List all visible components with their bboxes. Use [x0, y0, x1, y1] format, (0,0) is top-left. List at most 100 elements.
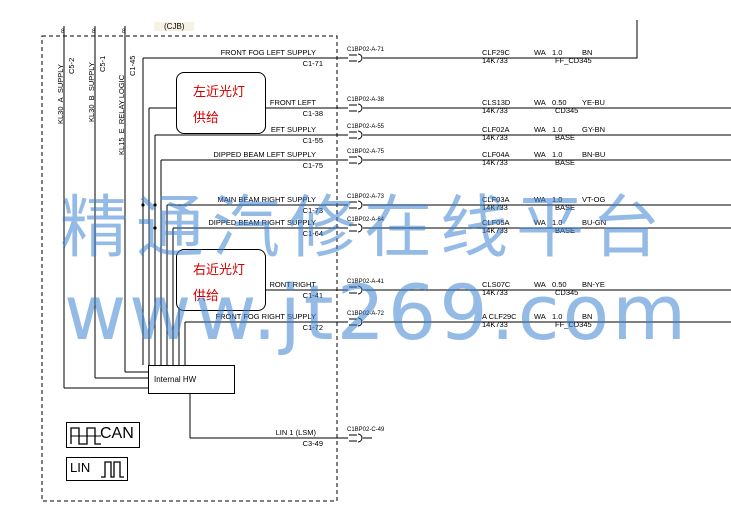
wire-harness: 14K733: [482, 133, 508, 142]
wire-dest: FF_CD345: [555, 56, 592, 65]
wire-color: VT-OG: [582, 195, 606, 204]
connector-id: C1BP02-A-71: [347, 47, 385, 53]
connector-icon: [349, 223, 363, 233]
wire-type: WA: [534, 98, 546, 107]
top-pin-3: 8: [122, 29, 126, 35]
wire-harness: 14K733: [482, 106, 508, 115]
wire-size: 1.0: [552, 150, 563, 159]
circuit-name: EFT SUPPLY: [270, 125, 316, 134]
wire-id: CLF03A: [482, 195, 510, 204]
wire-type: WA: [534, 150, 546, 159]
wire-harness: 14K733: [482, 56, 508, 65]
wire-color: BU-GN: [582, 218, 607, 227]
callout-left-line1: 左近光灯: [193, 85, 246, 100]
wire-size: 1.0: [552, 312, 563, 321]
connector-id: C1BP02-A-64: [347, 217, 385, 223]
connector-icon: [349, 317, 363, 327]
junction-dot: [153, 203, 157, 207]
connector-icon: [349, 103, 363, 113]
connector-icon: [349, 155, 363, 165]
wire-dest: BASE: [555, 158, 576, 167]
top-pin-1: 8: [61, 29, 65, 35]
connector-icon: [349, 130, 363, 140]
vlabel-c5-2: C5-2: [67, 57, 76, 74]
wire-type: WA: [534, 218, 546, 227]
vlabel-kl30b: KL30_B_SUPPLY: [87, 62, 96, 122]
connector-id: C1BP02-A-38: [347, 97, 385, 103]
wire-harness: 14K733: [482, 320, 508, 329]
wire-type: WA: [534, 280, 546, 289]
cjb-label: (CJB): [154, 22, 195, 31]
wire-dest: CD345: [555, 106, 579, 115]
legend-lin: LIN: [66, 457, 128, 481]
legend-can: CAN: [66, 422, 140, 448]
connector-id: C1BP02-A-73: [347, 194, 385, 200]
internal-hw-box: Internal HW: [148, 365, 235, 394]
circuit-name: LIN 1 (LSM): [275, 428, 316, 437]
callout-left-line2: 供给: [193, 111, 220, 126]
circuit-pin: C1-38: [302, 109, 323, 118]
wire-color: BN: [582, 312, 593, 321]
callout-left-dipped: 左近光灯 供给: [176, 72, 266, 134]
circuit-name: DIPPED BEAM LEFT SUPPLY: [213, 150, 316, 159]
circuit-pin: C1-75: [302, 161, 323, 170]
wire-id: CLF02A: [482, 125, 510, 134]
lin-signal-icon: [101, 461, 124, 478]
circuit-pin: C1-73: [302, 206, 323, 215]
wire-type: WA: [534, 195, 546, 204]
callout-right-dipped: 右近光灯 供给: [176, 249, 266, 311]
circuit-name: MAIN BEAM RIGHT SUPPLY: [217, 195, 317, 204]
wire-size: 1.0: [552, 218, 563, 227]
wire-dest: BASE: [555, 133, 576, 142]
wire-color: YE-BU: [582, 98, 605, 107]
connector-id: C1BP02-A-55: [347, 124, 385, 130]
connector-id: C1BP02-A-75: [347, 149, 385, 155]
wire-dest: BASE: [555, 226, 576, 235]
circuit-pin: C1-55: [302, 136, 323, 145]
legend-lin-label: LIN: [70, 460, 91, 475]
connector-icon: [349, 285, 363, 295]
can-signal-icon: [70, 427, 101, 445]
wire-harness: 14K733: [482, 158, 508, 167]
wire-size: 1.0: [552, 195, 563, 204]
circuit-name: FRONT FOG RIGHT SUPPLY: [215, 312, 316, 321]
circuit-name: FRONT LEFT: [269, 98, 316, 107]
callout-right-line1: 右近光灯: [193, 263, 246, 278]
wire-size: 0.50: [552, 98, 567, 107]
wire-size: 1.0: [552, 125, 563, 134]
connector-icon: [349, 200, 363, 210]
wire-id: CLS07C: [482, 280, 511, 289]
circuit-pin: C3-49: [302, 439, 323, 448]
circuit-name: FRONT FOG LEFT SUPPLY: [220, 48, 316, 57]
wire-id: CLS13D: [482, 98, 511, 107]
wire-color: BN-BU: [582, 150, 606, 159]
connector-id: C1BP02-C-49: [347, 427, 385, 433]
vlabel-c5-1: C5-1: [98, 55, 107, 72]
circuit-pin: C1-64: [302, 229, 323, 238]
junction-dot: [153, 226, 157, 230]
wire-size: 0.50: [552, 280, 567, 289]
junction-dot: [141, 203, 145, 207]
connector-icon: [349, 53, 363, 63]
wire-harness: 14K733: [482, 203, 508, 212]
connector-id: C1BP02-A-72: [347, 311, 385, 317]
vlabel-kl30a: KL30_A_SUPPLY: [56, 64, 65, 124]
wire-harness: 14K733: [482, 226, 508, 235]
wire-harness: 14K733: [482, 288, 508, 297]
callout-right-line2: 供给: [193, 289, 220, 304]
circuit-name: RONT RIGHT: [269, 280, 316, 289]
wire-color: GY-BN: [582, 125, 606, 134]
wire-color: BN-YE: [582, 280, 605, 289]
vlabel-kl15: KL15_E_RELAY LOGIC: [117, 74, 126, 155]
wire-id: CLF05A: [482, 218, 510, 227]
connector-id: C1BP02-A-41: [347, 279, 385, 285]
circuit-pin: C1-71: [302, 59, 323, 68]
circuit-name: DIPPED BEAM RIGHT SUPPLY: [208, 218, 316, 227]
wire-id: CLF04A: [482, 150, 510, 159]
wire-dest: FF_CD345: [555, 320, 592, 329]
wire-type: WA: [534, 312, 546, 321]
wire-color: BN: [582, 48, 593, 57]
wire-dest: BASE: [555, 203, 576, 212]
connector-icon: [349, 433, 363, 443]
